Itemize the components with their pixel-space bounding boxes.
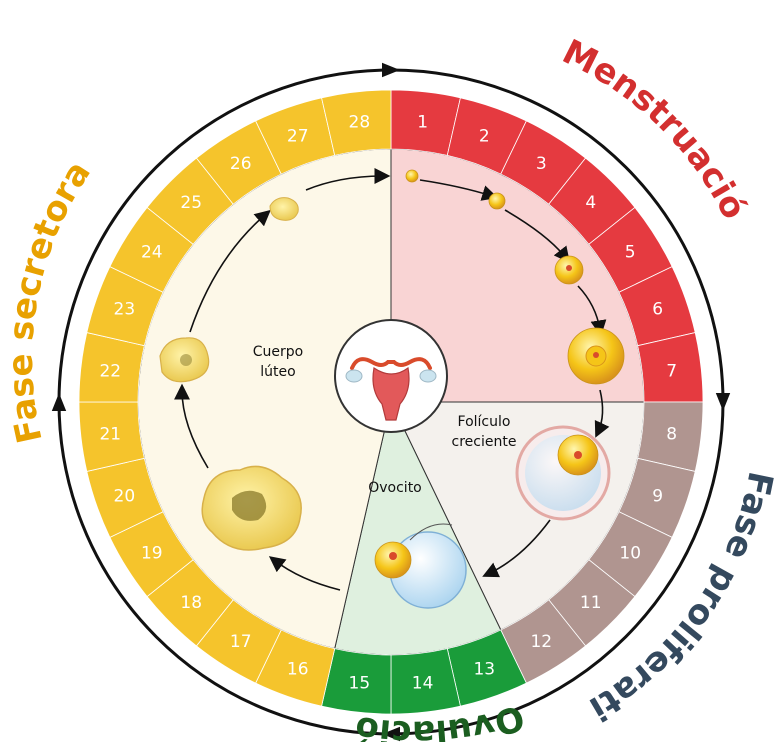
day-number-21: 21	[99, 425, 121, 445]
day-number-25: 25	[180, 193, 202, 213]
day-number-28: 28	[349, 112, 371, 132]
uterus-icon	[334, 319, 448, 433]
corpus-luteum-icon	[159, 197, 302, 551]
day-number-8: 8	[666, 425, 677, 445]
day-number-12: 12	[530, 632, 552, 652]
day-number-17: 17	[230, 632, 252, 652]
day-ring	[78, 89, 704, 715]
day-number-10: 10	[619, 543, 641, 563]
day-number-18: 18	[180, 593, 202, 613]
foliculo-label: Folículo	[458, 414, 511, 430]
day-number-15: 15	[349, 674, 371, 694]
day-number-26: 26	[230, 154, 252, 174]
day-number-1: 1	[417, 112, 428, 132]
cuerpo-luteo-label-2: lúteo	[260, 364, 295, 380]
day-number-27: 27	[287, 126, 309, 146]
day-number-11: 11	[580, 593, 602, 613]
day-number-9: 9	[652, 486, 663, 506]
day-number-6: 6	[652, 300, 663, 320]
day-number-13: 13	[473, 660, 495, 680]
day-number-7: 7	[666, 361, 677, 381]
day-number-19: 19	[141, 543, 163, 563]
day-number-5: 5	[625, 243, 636, 263]
day-number-23: 23	[114, 300, 136, 320]
foliculo-label-2: creciente	[452, 434, 517, 450]
outer-arrow-icon-1	[382, 62, 400, 78]
day-numbers: 1234567891011121314151617181920212223242…	[99, 112, 677, 693]
cycle-arrow-ring	[51, 62, 731, 742]
day-number-14: 14	[412, 674, 434, 694]
outer-arrow-icon-4	[51, 393, 67, 411]
outer-arrow-icon-2	[715, 393, 731, 411]
day-number-2: 2	[479, 126, 490, 146]
ovocyte-icon	[374, 523, 467, 609]
ovocito-label: Ovocito	[368, 480, 422, 496]
day-number-16: 16	[287, 660, 309, 680]
follicle-icon	[405, 169, 625, 385]
inner-cycle-arrows	[174, 168, 610, 591]
outer-arrow-icon-3	[382, 726, 400, 742]
day-number-24: 24	[141, 243, 163, 263]
mature-follicle-icon	[515, 425, 611, 521]
day-number-20: 20	[114, 486, 136, 506]
day-number-4: 4	[585, 193, 596, 213]
day-segment-28	[321, 89, 392, 156]
cuerpo-luteo-label: Cuerpo	[253, 344, 303, 360]
day-number-22: 22	[99, 361, 121, 381]
day-number-3: 3	[536, 154, 547, 174]
